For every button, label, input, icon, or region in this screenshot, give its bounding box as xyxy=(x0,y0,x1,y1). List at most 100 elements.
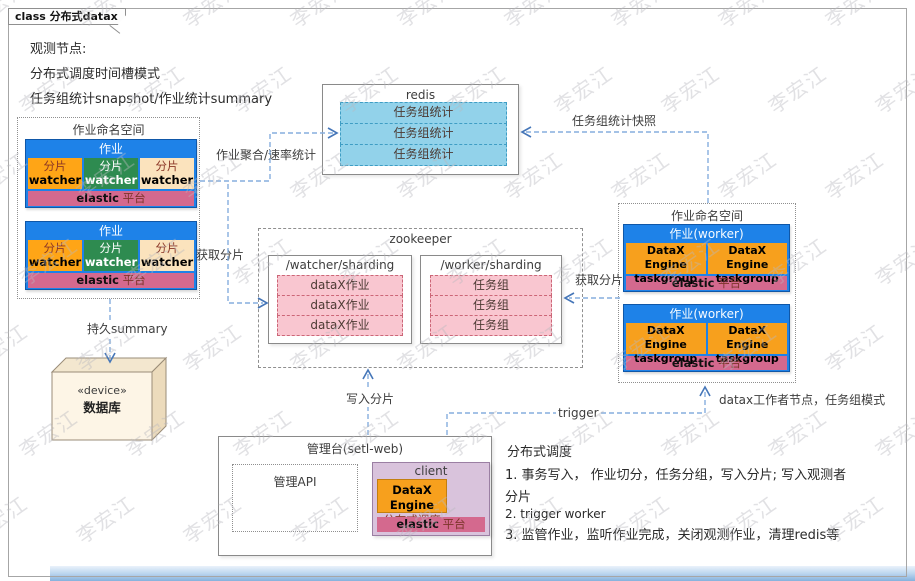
engine-label: DataX Engine xyxy=(644,324,687,351)
watcher-sharding-rows: dataX作业 dataX作业 dataX作业 xyxy=(277,275,403,336)
bottom-edge-bar xyxy=(50,566,915,581)
shard-watcher-cell: 分片 watcher xyxy=(84,158,138,189)
engine-label: DataX Engine xyxy=(726,244,769,271)
shard-label: 分片 xyxy=(155,241,179,255)
right-worker-box-1: 作业(worker) DataX Engine taskgroup DataX … xyxy=(623,224,790,292)
right-worker-box-2: 作业(worker) DataX Engine taskgroup DataX … xyxy=(623,304,790,372)
device-stereotype: «device» xyxy=(77,384,127,397)
elastic-platform-bar: elastic 平台 xyxy=(28,273,194,288)
engine-label: DataX Engine xyxy=(726,324,769,351)
connector-taskgroup-snapshot xyxy=(525,131,709,203)
device-text: «device» 数据库 xyxy=(52,384,152,416)
connector-trigger xyxy=(446,389,706,435)
label-trigger: trigger xyxy=(556,406,601,420)
top-note-2: 分布式调度时间槽模式 xyxy=(30,67,161,82)
worker-job-header: 作业(worker) xyxy=(669,307,744,321)
arrowhead-into-redis-left xyxy=(327,127,339,139)
watcher-label: watcher xyxy=(28,173,82,187)
database-node xyxy=(50,356,168,442)
taskgroup-row: 任务组 xyxy=(430,315,552,336)
watcher-sharding-title: /watcher/sharding xyxy=(285,258,395,272)
worker-job-header: 作业(worker) xyxy=(669,227,744,241)
connector-job-aggregation xyxy=(200,132,334,182)
platform-label: 平台 xyxy=(122,273,146,287)
shard-watcher-cell: 分片 watcher xyxy=(140,158,194,189)
arrowhead-into-device xyxy=(104,352,116,364)
left-namespace-title: 作业命名空间 xyxy=(72,123,145,137)
left-job-box-2: 作业 分片 watcher 分片 watcher 分片 watcher elas… xyxy=(25,221,197,290)
taskgroup-stats-row: 任务组统计 xyxy=(340,144,507,166)
label-persist-summary: 持久summary xyxy=(85,320,170,337)
elastic-label: elastic xyxy=(671,276,715,290)
elastic-platform-bar: elastic 平台 xyxy=(626,276,787,290)
shard-label: 分片 xyxy=(99,241,123,255)
arrowhead-into-worker-box xyxy=(699,385,711,397)
elastic-label: elastic xyxy=(396,517,439,531)
platform-label: 平台 xyxy=(442,517,466,531)
arrowhead-into-zookeeper-bottom xyxy=(362,368,374,380)
left-job-box-1: 作业 分片 watcher 分片 watcher 分片 watcher elas… xyxy=(25,139,197,208)
device-name: 数据库 xyxy=(83,400,121,415)
platform-label: 平台 xyxy=(718,276,742,290)
label-get-shard-right: 获取分片 xyxy=(575,273,624,287)
watcher-label: watcher xyxy=(84,255,138,269)
arrowhead-into-zookeeper-right xyxy=(563,292,575,304)
admin-api-label: 管理API xyxy=(273,475,317,489)
elastic-label: elastic xyxy=(76,191,119,205)
job-header: 作业 xyxy=(98,224,123,238)
elastic-platform-bar: elastic 平台 xyxy=(377,517,485,532)
client-title: client xyxy=(414,464,448,478)
label-taskgroup-snapshot: 任务组统计快照 xyxy=(572,114,657,128)
label-job-aggregation: 作业聚合/速率统计 xyxy=(216,148,317,162)
shard-watcher-cell: 分片 watcher xyxy=(28,240,82,271)
label-get-shard-left: 获取分片 xyxy=(196,248,245,262)
client-engine-box: DataX Engine 分布式调度 xyxy=(377,479,447,527)
admin-api-box: 管理API xyxy=(232,464,358,532)
worker-sharding-rows: 任务组 任务组 任务组 xyxy=(430,275,552,336)
taskgroup-stats-row: 任务组统计 xyxy=(340,102,507,124)
shard-label: 分片 xyxy=(99,159,123,173)
watcher-label: watcher xyxy=(84,173,138,187)
watcher-label: watcher xyxy=(28,255,82,269)
elastic-label: elastic xyxy=(671,356,715,370)
shard-watcher-cell: 分片 watcher xyxy=(84,240,138,271)
label-worker-note: datax工作者节点，任务组模式 xyxy=(719,393,886,407)
platform-label: 平台 xyxy=(718,356,742,370)
bottom-note-title: 分布式调度 xyxy=(507,445,573,460)
arrowhead-into-redis-right xyxy=(520,126,532,138)
label-write-shard: 写入分片 xyxy=(344,390,397,407)
arrowhead-into-zookeeper-left xyxy=(257,297,269,309)
elastic-platform-bar: elastic 平台 xyxy=(28,191,194,206)
job-header: 作业 xyxy=(98,142,123,156)
elastic-label: elastic xyxy=(76,273,119,287)
bottom-note-4: 3. 监管作业，监听作业完成，关闭观测作业，清理redis等 xyxy=(505,528,840,543)
watcher-label: watcher xyxy=(140,173,194,187)
bottom-note-1: 1. 事务写入， 作业切分，任务分组，写入分片; 写入观测者 xyxy=(505,468,847,483)
platform-label: 平台 xyxy=(122,191,146,205)
device-front-face xyxy=(51,371,153,441)
console-box: 管理台(setl-web) xyxy=(218,436,492,556)
shard-watcher-cell: 分片 watcher xyxy=(140,240,194,271)
watcher-label: watcher xyxy=(140,255,194,269)
top-note-3: 任务组统计snapshot/作业统计summary xyxy=(30,92,273,107)
datax-engine-taskgroup-cell: DataX Engine taskgroup xyxy=(707,323,787,365)
zookeeper-title: zookeeper xyxy=(389,232,452,246)
left-namespace: 作业命名空间 xyxy=(17,117,200,299)
elastic-platform-bar: elastic 平台 xyxy=(626,356,787,370)
engine-label: DataX Engine xyxy=(389,483,435,512)
shard-label: 分片 xyxy=(43,241,67,255)
datax-job-row: dataX作业 xyxy=(277,315,403,336)
redis-title: redis xyxy=(405,88,436,102)
redis-rows: 任务组统计 任务组统计 任务组统计 xyxy=(340,102,507,166)
console-title: 管理台(setl-web) xyxy=(306,442,404,456)
shard-label: 分片 xyxy=(43,159,67,173)
right-namespace-title: 作业命名空间 xyxy=(670,209,743,223)
shard-watcher-cell: 分片 watcher xyxy=(28,158,82,189)
bottom-note-2: 分片 xyxy=(505,490,532,505)
datax-job-row: dataX作业 xyxy=(277,295,403,316)
connector-get-shard-left xyxy=(227,184,263,304)
engine-label: DataX Engine xyxy=(644,244,687,271)
shard-label: 分片 xyxy=(155,159,179,173)
datax-engine-taskgroup-cell: DataX Engine taskgroup xyxy=(626,323,706,365)
